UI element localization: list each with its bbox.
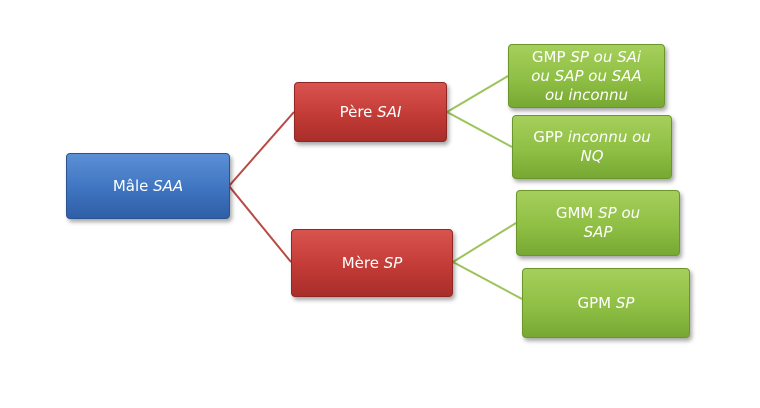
node-gmm-label: GMM SP ou SAP <box>555 204 641 241</box>
node-gmp-label: GMP SP ou SAi ou SAP ou SAA ou inconnu <box>531 47 642 104</box>
connector-root-mother <box>228 185 292 263</box>
node-gpm: GPM SP <box>522 268 690 338</box>
node-father-label: Père SAI <box>339 102 402 121</box>
node-mother-label: Mère SP <box>341 253 403 272</box>
node-gpp-label: GPP inconnu ou NQ <box>533 128 651 165</box>
connector-father-gpp <box>446 111 513 148</box>
node-gmm: GMM SP ou SAP <box>516 190 680 256</box>
node-mother: Mère SP <box>291 229 453 297</box>
connector-father-gmp <box>446 75 509 113</box>
connector-mother-gmm <box>452 222 517 263</box>
node-gpp: GPP inconnu ou NQ <box>512 115 672 179</box>
node-father: Père SAI <box>294 82 447 142</box>
node-gpm-label: GPM SP <box>577 293 635 312</box>
connector-root-father <box>228 111 295 187</box>
connector-mother-gpm <box>452 261 523 300</box>
node-root-label: Mâle SAA <box>112 176 184 195</box>
node-gmp: GMP SP ou SAi ou SAP ou SAA ou inconnu <box>508 44 665 108</box>
node-root-male: Mâle SAA <box>66 153 230 219</box>
